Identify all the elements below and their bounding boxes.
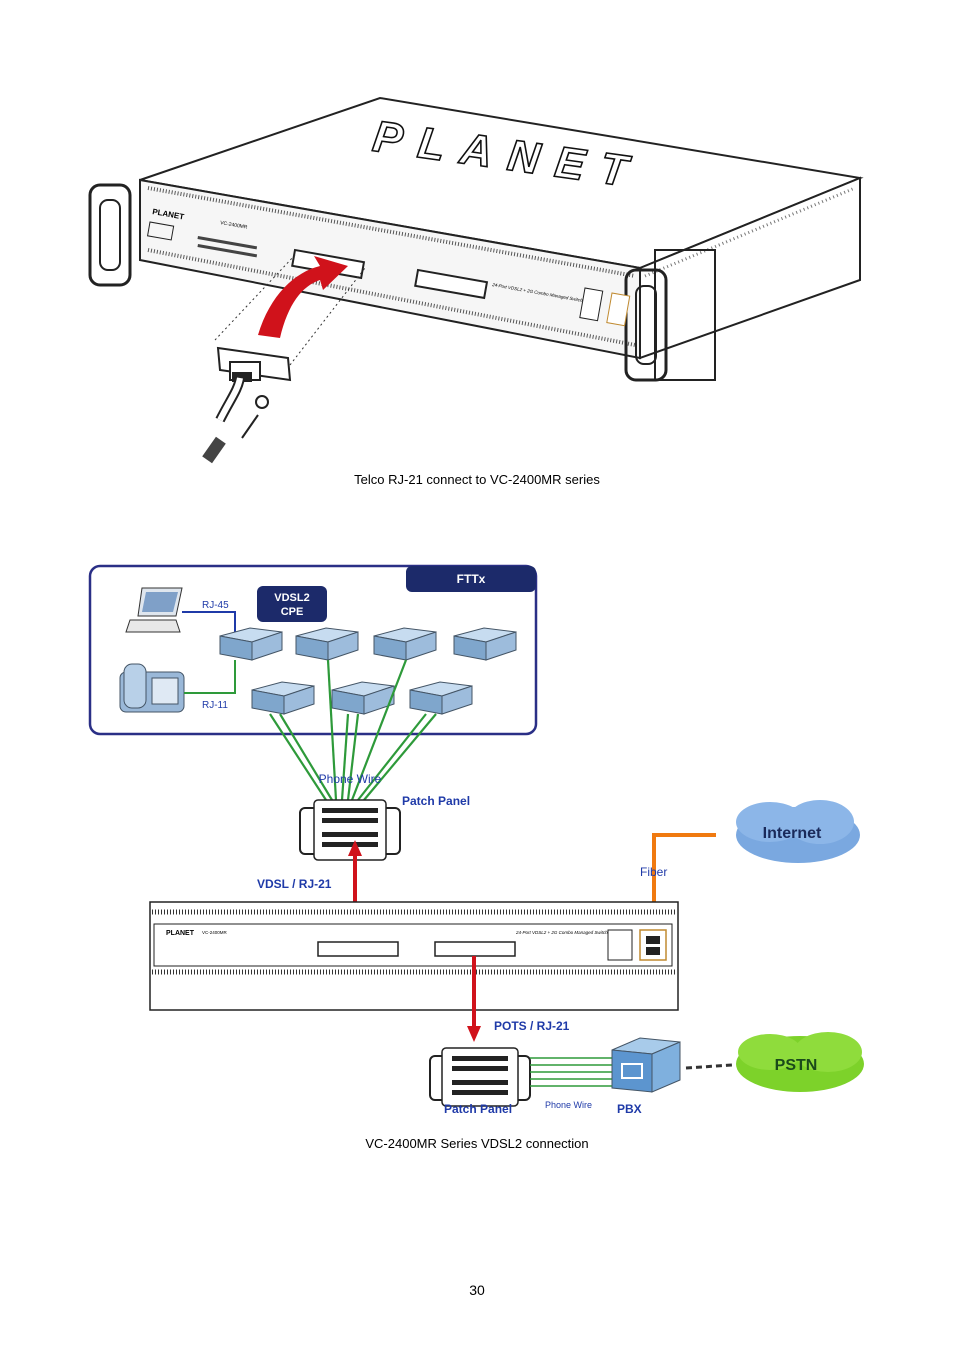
rack-ear-right bbox=[624, 268, 668, 382]
led-row bbox=[197, 236, 258, 258]
rj11-label: RJ-11 bbox=[202, 700, 228, 711]
cpe-badge bbox=[257, 586, 327, 622]
cpe-label-line2: CPE bbox=[281, 606, 304, 618]
pstn-label: PSTN bbox=[775, 1057, 818, 1074]
pots-arrow-head bbox=[467, 1026, 481, 1042]
pots-rj21-label: POTS / RJ-21 bbox=[494, 1019, 570, 1033]
cpe-switch-3 bbox=[373, 627, 437, 661]
figure1-caption: Telco RJ-21 connect to VC-2400MR series bbox=[354, 472, 600, 487]
vdsl-arrow-head bbox=[348, 840, 362, 856]
vc2400mr-switch bbox=[149, 901, 679, 1011]
rack-ear-left bbox=[88, 183, 132, 287]
cpe-switch-4 bbox=[453, 627, 517, 661]
cpe-switch-2 bbox=[295, 627, 359, 661]
patch-panel-top-label: Patch Panel bbox=[402, 794, 470, 808]
page-number: 30 bbox=[469, 1282, 485, 1298]
patch-panel-bottom-label: Patch Panel bbox=[444, 1102, 512, 1116]
phone-wires bbox=[269, 659, 437, 801]
cpe-label-line1: VDSL2 bbox=[274, 592, 309, 604]
vdsl-rj21-port bbox=[317, 941, 399, 957]
phone-wire-top-label: Phone Wire bbox=[319, 772, 382, 786]
phone-wire-bottom-label: Phone Wire bbox=[545, 1100, 592, 1110]
laptop-icon bbox=[125, 587, 183, 633]
rj21-plug bbox=[215, 346, 292, 423]
cpe-switch-6 bbox=[331, 681, 395, 715]
fttx-label: FTTx bbox=[457, 572, 486, 586]
fiber-label: Fiber bbox=[640, 865, 667, 879]
patch-panel-bottom bbox=[429, 1047, 531, 1107]
figure2-caption: VC-2400MR Series VDSL2 connection bbox=[365, 1136, 589, 1151]
rj21-port-pots bbox=[414, 268, 489, 300]
pots-rj21-port bbox=[434, 941, 516, 957]
rj45-label: RJ-45 bbox=[202, 600, 229, 611]
internet-cloud bbox=[736, 800, 860, 863]
device-panel-text: 24-Port VDSL2 + 2G Combo Managed Switch bbox=[515, 930, 608, 935]
telephone-icon bbox=[119, 663, 185, 713]
pstn-cloud bbox=[736, 1032, 864, 1092]
vdsl-rj21-label: VDSL / RJ-21 bbox=[257, 877, 332, 891]
internet-label: Internet bbox=[763, 825, 822, 842]
cpe-switch-1 bbox=[219, 627, 283, 661]
figure-rj21-device: PLANET PLANET VC-2400MR 24-Port VDSL2 + … bbox=[88, 96, 864, 464]
cpe-switch-5 bbox=[251, 681, 315, 715]
device-brand: PLANET bbox=[166, 930, 195, 937]
pbx-icon bbox=[611, 1037, 681, 1093]
screwdriver bbox=[202, 414, 259, 464]
cpe-switch-7 bbox=[409, 681, 473, 715]
pbx-label: PBX bbox=[617, 1102, 642, 1116]
fttx-tab bbox=[406, 566, 536, 592]
patch-panel-top bbox=[299, 799, 401, 861]
device-model: VC-2400MR bbox=[202, 930, 228, 935]
front-model: VC-2400MR bbox=[220, 220, 249, 231]
chassis-side bbox=[639, 176, 861, 360]
pbx-phone-wires bbox=[530, 1057, 612, 1087]
insert-arrow bbox=[258, 256, 348, 338]
figure-vdsl2-connection: FTTx VDSL2 CPE RJ-45 RJ-11 bbox=[88, 564, 864, 1116]
